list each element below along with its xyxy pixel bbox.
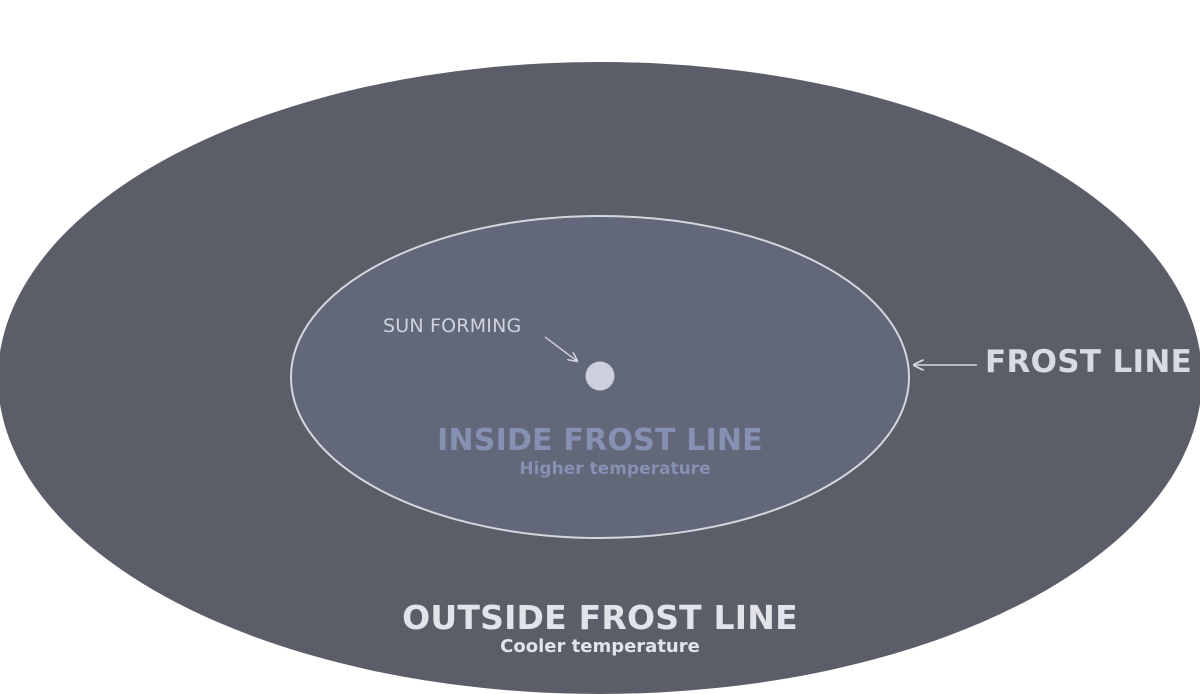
frost-line-label: FROST LINE xyxy=(985,344,1193,380)
inside-frost-line-title: INSIDE FROST LINE xyxy=(437,423,763,458)
outside-frost-line-title: OUTSIDE FROST LINE xyxy=(402,598,798,637)
sun-forming-label: SUN FORMING xyxy=(383,315,522,337)
sun-pointer-arrow xyxy=(544,336,577,361)
inside-frost-line-subtitle: Higher temperature xyxy=(519,459,711,479)
sun xyxy=(585,361,615,391)
outside-frost-line-subtitle: Cooler temperature xyxy=(500,636,700,657)
